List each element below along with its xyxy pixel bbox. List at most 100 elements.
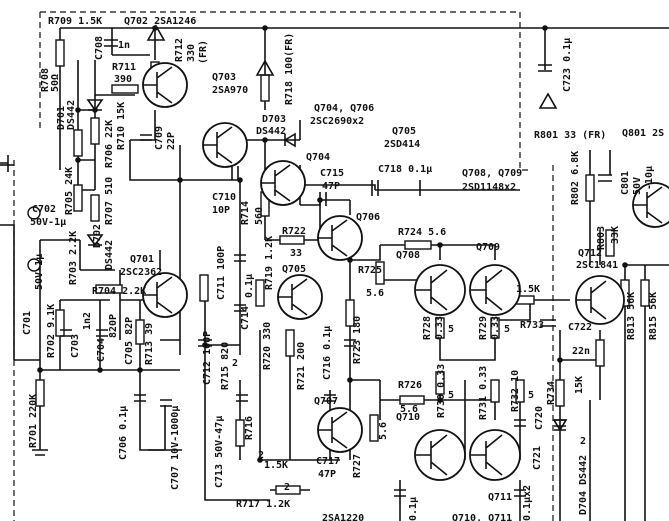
- label-c703: C703: [70, 334, 81, 358]
- label-r721: R721 200: [296, 342, 307, 390]
- label-r803: R803: [596, 226, 607, 250]
- label-q704-q706: Q704, Q706: [314, 103, 374, 114]
- label-c708: C708: [94, 36, 105, 60]
- label-pin-5b: 5: [504, 324, 510, 335]
- label-d704: D704 DS442: [578, 455, 589, 515]
- label-q708-q709-value: 2SD1148x2: [462, 182, 516, 193]
- label-r711-value: 390: [114, 74, 132, 85]
- label-r701: R701 220K: [28, 394, 39, 448]
- label-c720: C720: [534, 406, 545, 430]
- label-q710: Q710: [396, 412, 420, 423]
- label-r733: R733: [520, 320, 544, 331]
- label-r711: R711: [112, 62, 136, 73]
- label-c714: C714: [240, 306, 251, 330]
- label-q708: Q708: [396, 250, 420, 261]
- label-r727: R727: [352, 454, 363, 478]
- label-q712: Q712: [578, 248, 602, 259]
- label-r802: R802 6.8K: [570, 151, 581, 205]
- label-r708: R708: [40, 68, 51, 92]
- label-r728-value: 0.33: [434, 316, 445, 340]
- label-r705: R705 24K: [64, 167, 75, 215]
- label-q801: Q801 2S: [622, 128, 664, 139]
- label-c717: C717: [316, 456, 340, 467]
- label-r712-fr: (FR): [198, 40, 209, 64]
- label-c718: C718 0.1μ: [378, 164, 432, 175]
- label-r732: R732 10: [510, 370, 521, 412]
- label-c710: C710: [212, 192, 236, 203]
- label-r712-value: 330: [186, 44, 197, 62]
- label-bottom-q710-q711: Q710, Q711: [452, 513, 512, 521]
- label-r723: R723 180: [352, 316, 363, 364]
- label-bottom-cap: 0.1μ: [408, 497, 419, 521]
- label-c713: C713 50V-47μ: [214, 416, 225, 488]
- label-q705-header: Q705: [392, 126, 416, 137]
- label-r717: R717 1.2K: [236, 499, 290, 510]
- label-c715-value: 47P: [322, 181, 340, 192]
- label-pin-2b: 2: [258, 450, 264, 461]
- label-d703: D703: [262, 114, 286, 125]
- label-r815: R815 56K: [648, 292, 659, 340]
- label-q707: Q707: [314, 396, 338, 407]
- label-c712: C712 100P: [202, 331, 213, 385]
- label-c717-value: 47P: [318, 469, 336, 480]
- label-r713: R713 39: [144, 323, 155, 365]
- label-r712: R712: [174, 38, 185, 62]
- label-c801-value: 50V: [632, 177, 643, 195]
- label-pin-5d: 5: [528, 390, 534, 401]
- label-r803-value: 33K: [610, 226, 621, 244]
- label-r730: R730 0.33: [436, 364, 447, 418]
- label-q702: Q702 2SA1246: [124, 16, 196, 27]
- resistors: [35, 39, 650, 495]
- label-r714-value: 560: [254, 207, 265, 225]
- label-r726-value: 5.6: [400, 404, 418, 415]
- label-r734-value: 15K: [574, 376, 585, 394]
- label-r728: R728: [422, 316, 433, 340]
- label-r714: R714: [240, 201, 251, 225]
- label-c722-value: 22n: [572, 346, 590, 357]
- label-r708-value: 50Ω: [50, 74, 61, 92]
- label-d701-value: DS442: [66, 100, 77, 130]
- label-c716: C716 0.1μ: [322, 326, 333, 380]
- label-q701-value: 2SC2362: [120, 267, 162, 278]
- label-r702: R702 9.1K: [46, 304, 57, 358]
- label-r706: R706 22K: [104, 120, 115, 168]
- label-pin-2d: 2: [580, 436, 586, 447]
- label-r704: R704 2.2K: [92, 286, 146, 297]
- label-r720: R720 330: [262, 322, 273, 370]
- label-c704-value: 820P: [108, 314, 119, 338]
- label-pin-5c: 5: [448, 390, 454, 401]
- label-r718: R718 100(FR): [284, 33, 295, 105]
- label-c723: C723 0.1μ: [562, 38, 573, 92]
- label-r722: R722: [282, 226, 306, 237]
- component-labels: R709 1.5K Q702 2SA1246 R708 50Ω C708 1n …: [22, 16, 664, 521]
- label-d701: D701: [56, 106, 67, 130]
- label-r722-value: 33: [290, 248, 302, 259]
- label-r725: R725: [358, 265, 382, 276]
- label-q707-resistor: 5.6: [378, 422, 389, 440]
- label-r724: R724 5.6: [398, 227, 446, 238]
- label-c801-cap: -10μ: [644, 166, 655, 190]
- label-q703-value: 2SA970: [212, 85, 248, 96]
- label-q711: Q711: [488, 492, 512, 503]
- diodes: [86, 99, 568, 432]
- label-q705-header-value: 2SD414: [384, 139, 420, 150]
- label-q704: Q704: [306, 152, 330, 163]
- label-q705: Q705: [282, 264, 306, 275]
- label-r729-value: 0.33: [490, 316, 501, 340]
- label-pin-2c: 2: [284, 482, 290, 493]
- label-q701: Q701: [130, 254, 154, 265]
- label-c706: C706 0.1μ: [118, 406, 129, 460]
- grounds-and-symbols: [0, 24, 558, 456]
- label-q709: Q709: [476, 242, 500, 253]
- label-r709: R709 1.5K: [48, 16, 102, 27]
- label-c709-value: 22P: [166, 132, 177, 150]
- label-q704-q706-value: 2SC2690x2: [310, 116, 364, 127]
- label-c702-value: 50V-1μ: [30, 217, 66, 228]
- label-bottom-cap-x2: 0.1μx2: [522, 485, 533, 521]
- label-d703-value: DS442: [256, 126, 286, 137]
- label-r707: R707 510: [104, 177, 115, 225]
- label-c715: C715: [320, 168, 344, 179]
- label-r734: R734: [546, 381, 557, 405]
- label-q703: Q703: [212, 72, 236, 83]
- label-c701-value: 50V-1μ: [34, 254, 45, 290]
